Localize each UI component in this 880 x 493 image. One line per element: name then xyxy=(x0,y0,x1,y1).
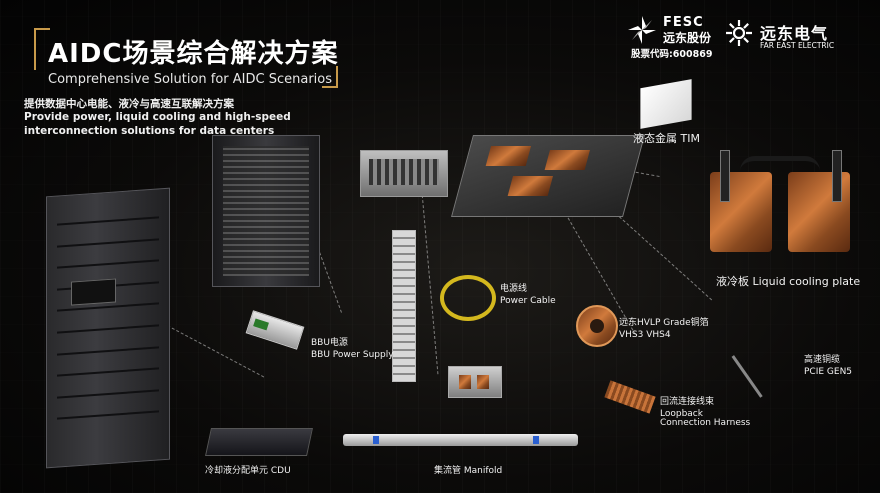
fesc-logo-name: FESC xyxy=(663,15,704,30)
far-east-logo-en: FAR EAST ELECTRIC xyxy=(760,41,835,50)
subtitle-cn: 提供数据中心电能、液冷与高速互联解决方案 xyxy=(24,98,234,110)
power-cable xyxy=(440,275,496,321)
server-rack xyxy=(46,187,170,469)
far-east-logo-cn: 远东电气 xyxy=(760,24,829,43)
switch-module xyxy=(448,366,502,398)
copper-foil-roll xyxy=(576,305,618,347)
cold-plate-label: 液冷板 Liquid cooling plate xyxy=(716,275,861,288)
stock-code: 股票代码:600869 xyxy=(631,49,713,60)
page-title-en: Comprehensive Solution for AIDC Scenario… xyxy=(48,72,333,87)
bbu-label-en: BBU Power Supply xyxy=(311,350,394,360)
manifold-label: 集流管 Manifold xyxy=(434,466,503,476)
foil-label-cn: 远东HVLP Grade铜箔 xyxy=(619,318,709,328)
server-tray xyxy=(360,150,448,197)
fesc-logo-icon xyxy=(626,14,658,46)
pdu xyxy=(392,230,416,382)
loopback-label-cn: 回流连接线束 xyxy=(660,397,715,407)
loopback-label-en2: Connection Harness xyxy=(660,418,751,428)
cdu-unit xyxy=(205,428,313,456)
motherboard xyxy=(451,135,645,217)
compute-rack xyxy=(212,135,320,287)
cold-plate xyxy=(706,150,854,258)
far-east-logo-icon xyxy=(724,18,754,48)
tim-label: 液态金属 TIM xyxy=(633,132,700,145)
subtitle-en: Provide power, liquid cooling and high-s… xyxy=(24,111,291,137)
cdu-label: 冷却液分配单元 CDU xyxy=(205,466,291,476)
title-bracket xyxy=(322,66,338,88)
manifold xyxy=(343,434,578,446)
fesc-logo-cn: 远东股份 xyxy=(663,31,712,45)
power-cable-label-en: Power Cable xyxy=(500,296,556,306)
pcie-label-en: PCIE GEN5 xyxy=(804,367,853,377)
title-bracket xyxy=(34,28,50,70)
foil-label-en: VHS3 VHS4 xyxy=(619,330,671,340)
bbu-label-cn: BBU电源 xyxy=(311,338,348,348)
pcie-label-cn: 高速铜缆 xyxy=(804,355,841,365)
loopback-label-en1: Loopback xyxy=(660,409,703,419)
page-title: AIDC场景综合解决方案 xyxy=(48,39,339,69)
power-cable-label-cn: 电源线 xyxy=(500,284,528,294)
